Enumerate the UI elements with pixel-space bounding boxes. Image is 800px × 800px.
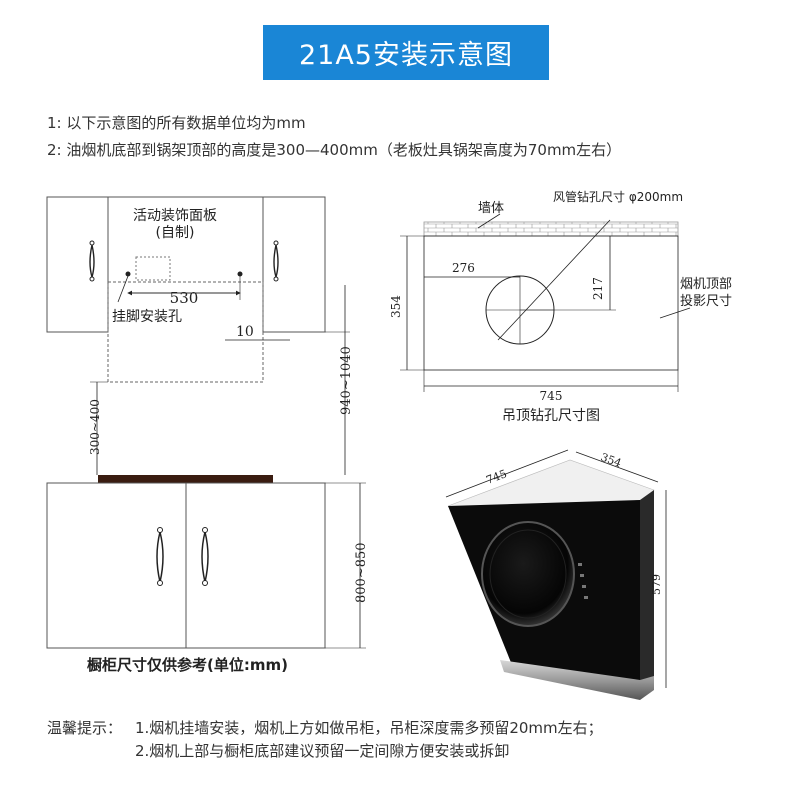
dim-300-400: 300~400	[88, 399, 102, 455]
dim-354-hood: 354	[599, 451, 623, 470]
range-hood-image: 745 354 579	[445, 449, 667, 700]
tip-line-2: 2.烟机上部与橱柜底部建议预留一定间隙方便安装或拆卸	[135, 742, 510, 760]
dim-745-ceiling: 745	[540, 389, 563, 403]
dim-530: 530	[170, 289, 199, 307]
mount-hole-right	[237, 271, 243, 277]
mount-hole-left	[125, 271, 131, 277]
upper-cabinet	[46, 196, 326, 333]
panel-label-sub: (自制)	[156, 225, 195, 241]
ceiling-caption: 吊顶钻孔尺寸图	[502, 408, 600, 424]
wall	[423, 221, 679, 237]
hood-outline: 530 挂脚安装孔 10	[107, 271, 290, 383]
page-title: 21A5安装示意图	[263, 25, 549, 80]
dim-354: 354	[389, 295, 403, 318]
dim-800-850: 800~850	[354, 542, 369, 603]
cabinet-caption: 橱柜尺寸仅供参考(单位:mm)	[87, 656, 288, 674]
note-2: 2: 油烟机底部到锅架顶部的高度是300—400mm（老板灶具锅架高度为70mm…	[47, 141, 622, 159]
tips-prefix: 温馨提示：	[47, 719, 123, 737]
tip-line-1: 1.烟机挂墙安装，烟机上方如做吊柜，吊柜深度需多预留20mm左右；	[135, 719, 603, 737]
hole-label: 挂脚安装孔	[112, 309, 182, 325]
projection-box	[423, 235, 679, 371]
ceiling-diagram: 墙体 风管钻孔尺寸 φ200mm 276 217 354 745 烟机顶部 投影…	[389, 189, 732, 424]
dim-10: 10	[236, 324, 254, 340]
panel-label: 活动装饰面板	[133, 208, 217, 224]
base-cabinet: 800~850 橱柜尺寸仅供参考(单位:mm)	[46, 475, 369, 674]
decor-panel: 活动装饰面板 (自制)	[133, 208, 217, 281]
dim-579-hood: 579	[650, 574, 663, 595]
note-1: 1: 以下示意图的所有数据单位均为mm	[47, 114, 306, 132]
cooktop	[98, 475, 273, 483]
dim-745-hood: 745	[484, 467, 508, 487]
projection-label-sub: 投影尺寸	[680, 293, 732, 309]
dim-940-1040: 940~1040	[339, 346, 354, 415]
dim-217: 217	[591, 277, 605, 300]
dim-276: 276	[452, 261, 475, 275]
height-dims: 300~400 940~1040	[88, 285, 354, 475]
projection-label: 烟机顶部	[680, 277, 732, 292]
duct-hole-label: 风管钻孔尺寸 φ200mm	[553, 189, 683, 204]
wall-label: 墙体	[478, 201, 504, 216]
